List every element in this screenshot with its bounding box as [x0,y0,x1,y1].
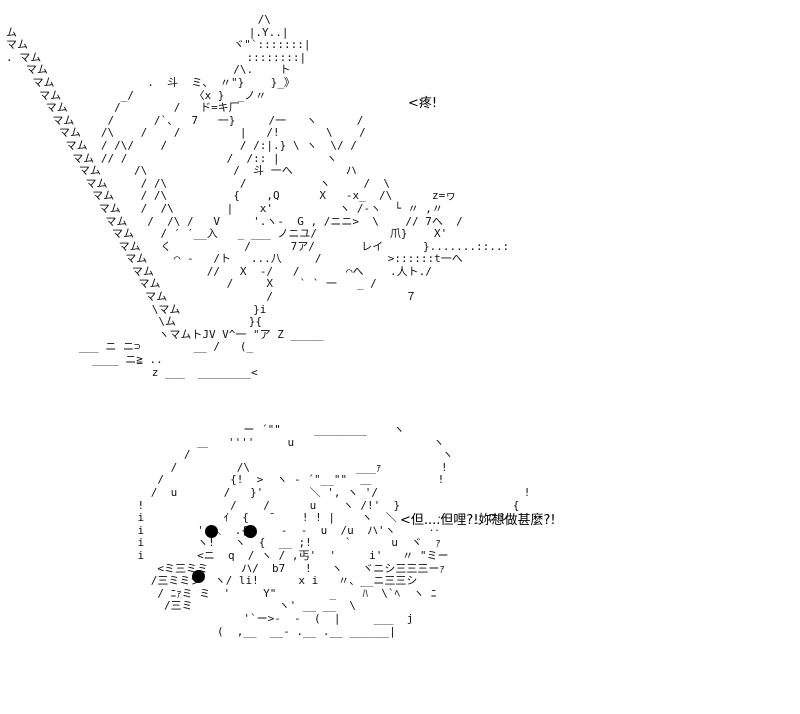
ascii-art-line: \ム }{ [6,315,263,329]
ascii-art-line: マム // / / /:: | ヽ [6,151,338,165]
ascii-art-line: \マム }i [6,302,267,316]
ascii-art-bottom: ー ´"" ________ ヽ ＿ '''' u ヽ / ヽ / /\ ___… [58,423,531,638]
ascii-art-line: / /\ ___ｧ ! [58,460,448,474]
caption-top: <疼! [408,96,438,111]
ascii-art-line: マム / /\/ / / /:|.} \ ヽ \/ / [6,138,357,152]
ascii-art-line: i <ニ q / ヽ / ,丐' ' i' 〃 "ミー [58,548,449,562]
ascii-art-line: / {! > ヽ - ´"__"" ＿ ! [58,473,445,487]
dot-eye-right [244,525,257,538]
ascii-art-line: . マム ::::::::| [6,50,307,64]
ascii-art-line: マム / /\ / ヽ / \ [6,176,390,190]
ascii-art-line: マム /\ / 斗 一へ ハ [6,164,357,178]
ascii-art-line: ! / / u ヽ /!' } { [58,498,520,512]
ascii-art-line: /三ミミシ ヽ/ li! x i 〃、__ニ三三シ [58,574,418,588]
ascii-art-line: i ヽ! ヽ { __ ;! ` u ヾ ｧ [58,536,441,550]
ascii-art-line: / ヽ [58,448,454,462]
dot-eye-left [205,525,218,538]
ascii-art-line: '`ー>- - ( | ___ j [58,611,414,625]
ascii-art-line: マム く / 7ア/ レイ }.......::..: [6,239,510,253]
ascii-art-line: / u / }' ＼ ', ヽ '/ ! [58,485,531,499]
ascii-art-top: /\ム |.Y..|マム ヾ"`:::::::|. マム ::::::::| マ… [6,13,510,379]
ascii-art-line: ____ ニ≧ .. [6,353,163,367]
dot-nose [192,570,205,583]
ascii-art-line: ＿ '''' u ヽ [58,435,445,449]
ascii-art-line: マム / /\ / V '.ヽ- G , /ニニ> \ // 7へ / [6,214,463,228]
ascii-art-line: マム _/ 〈x } _ノ〃 [6,88,267,102]
ascii-art-line: マム // X -/ / ⌒へ .人ト./ [6,264,432,278]
caption-bottom: <但....但哩?!妳想做甚麼?! [400,513,556,528]
ascii-art-line: マム / ７ [6,290,417,304]
ascii-art-line: マム / / ド=キ厂 [6,101,240,115]
ascii-art-line: マム /\. ト [6,63,291,77]
ascii-art-line: i ｲ { ̄ ! ! | ヽ ＼ ‥ _ ニシ [58,511,510,525]
ascii-art-line: マム ⌒ - /ト ...八 / >::::::t一へ [6,252,463,266]
ascii-art-line: /三ミ ヽ' __ __ \ [58,599,356,613]
ascii-art-line: マム / /`、 7 一} /一 ヽ / [6,113,364,127]
ascii-art-line: マム / /\ | x' ヽ /-ヽ └ 〃 ,〃 [6,201,443,215]
ascii-art-line: / ﾆｧミ ミ ' Y" _ ﾊ \`ﾍ ヽ ﾆ [58,586,437,600]
ascii-art-line: /\ [6,13,271,26]
ascii-art-line: ム |.Y..| [6,25,289,39]
ascii-art-line: マム ヾ"`:::::::| [6,38,311,52]
ascii-art-line: i ' ＼ .{| - - u /u ハ'ヽ ‥ [137,523,440,537]
ascii-art-line: マム / ′ ′__入 _ ___ ノニユ/ 爪} X' [6,227,448,241]
ascii-art-line: ー ´"" ________ ヽ [58,423,405,436]
ascii-art-line: マム / /\ { ,Q X -x_ /\ z=ヮ [6,189,457,203]
ascii-art-line: z ___ ________< [6,365,258,379]
ascii-art-line: <ミ三ミミ ハ/ b7 ! ヽ ヾニシ三三三ーｧ [58,561,445,575]
ascii-art-line: マム . 斗 ミ、 〃"} }_》 [6,75,295,89]
ascii-art-line: ヽマムトJV V^一 "ア Z _____ [6,327,324,341]
ascii-art-line: マム / X ` ` 一 _ / [6,277,377,291]
ascii-art-line: マム /\ / / | /! \ / [6,126,366,140]
ascii-art-line: ( ,__ __- .__ .__ ______| [58,624,396,638]
ascii-art-line: ___ ニ ニ⊃ __ / (_ [6,340,254,354]
